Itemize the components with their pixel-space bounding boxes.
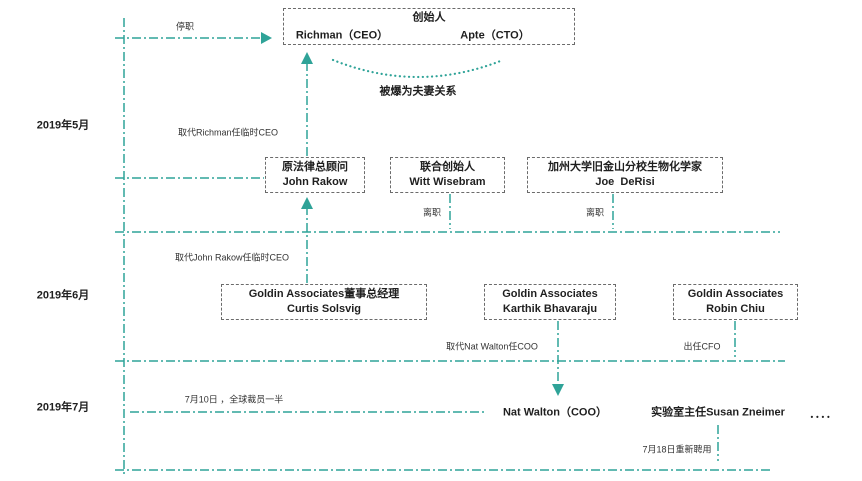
relationship-arc <box>331 58 505 79</box>
rakow-up-arrow-head <box>301 52 313 64</box>
wisebram-title: 联合创始人 <box>420 161 475 173</box>
wisebram-box: 联合创始人 Witt Wisebram <box>390 157 505 193</box>
relationship-label: 被爆为夫妻关系 <box>379 85 457 98</box>
solsvig-box: Goldin Associates董事总经理 Curtis Solsvig <box>221 284 427 320</box>
rakow-title: 原法律总顾问 <box>282 161 348 173</box>
bhavaraju-name: Karthik Bhavaraju <box>502 303 598 315</box>
suspend-arrow-head <box>261 32 272 44</box>
rakow-name: John Rakow <box>282 176 348 188</box>
founder-ceo-name: Richman（CEO） <box>295 29 389 42</box>
wisebram-exit-label: 离职 <box>422 207 442 218</box>
bhavaraju-down-arrow-head <box>552 384 564 396</box>
founders-box-title: 创始人 <box>412 11 446 24</box>
bhavaraju-title: Goldin Associates <box>502 288 598 300</box>
derisi-title: 加州大学旧金山分校生物化学家 <box>548 161 702 173</box>
founder-cto-name: Apte（CTO） <box>460 29 530 42</box>
chiu-box: Goldin Associates Robin Chiu <box>673 284 798 320</box>
founders-box: 创始人 Richman（CEO） Apte（CTO） <box>283 8 575 45</box>
continuation-ellipsis: ．．．． <box>809 408 837 421</box>
chiu-role-label: 出任CFO <box>683 341 721 352</box>
chiu-title: Goldin Associates <box>687 288 784 300</box>
layoff-label: 7月10日 ，全球裁员一半 <box>184 394 284 405</box>
wisebram-name: Witt Wisebram <box>409 176 486 188</box>
replace-richman-label: 取代Richman任临时CEO <box>177 127 279 138</box>
derisi-exit-label: 离职 <box>585 207 605 218</box>
solsvig-up-arrow-head <box>301 197 313 209</box>
bhavaraju-role-label: 取代Nat Walton任COO <box>446 341 538 352</box>
bhavaraju-box: Goldin Associates Karthik Bhavaraju <box>484 284 616 320</box>
solsvig-title: Goldin Associates董事总经理 <box>248 288 400 300</box>
derisi-box: 加州大学旧金山分校生物化学家 Joe DeRisi <box>527 157 723 193</box>
derisi-name: Joe DeRisi <box>595 176 655 188</box>
walton-coo-label: Nat Walton（COO） <box>502 406 608 419</box>
month-label-july: 2019年7月 <box>36 401 90 414</box>
month-label-june: 2019年6月 <box>36 289 90 302</box>
rakow-box: 原法律总顾问 John Rakow <box>265 157 365 193</box>
suspend-label: 停职 <box>175 21 195 32</box>
chiu-name: Robin Chiu <box>706 303 765 315</box>
rehire-label: 7月18日重新聘用 <box>642 444 712 455</box>
solsvig-name: Curtis Solsvig <box>287 303 361 315</box>
month-label-may: 2019年5月 <box>36 119 90 132</box>
replace-rakow-label: 取代John Rakow任临时CEO <box>174 252 290 263</box>
zneimer-label: 实验室主任Susan Zneimer <box>651 406 785 419</box>
